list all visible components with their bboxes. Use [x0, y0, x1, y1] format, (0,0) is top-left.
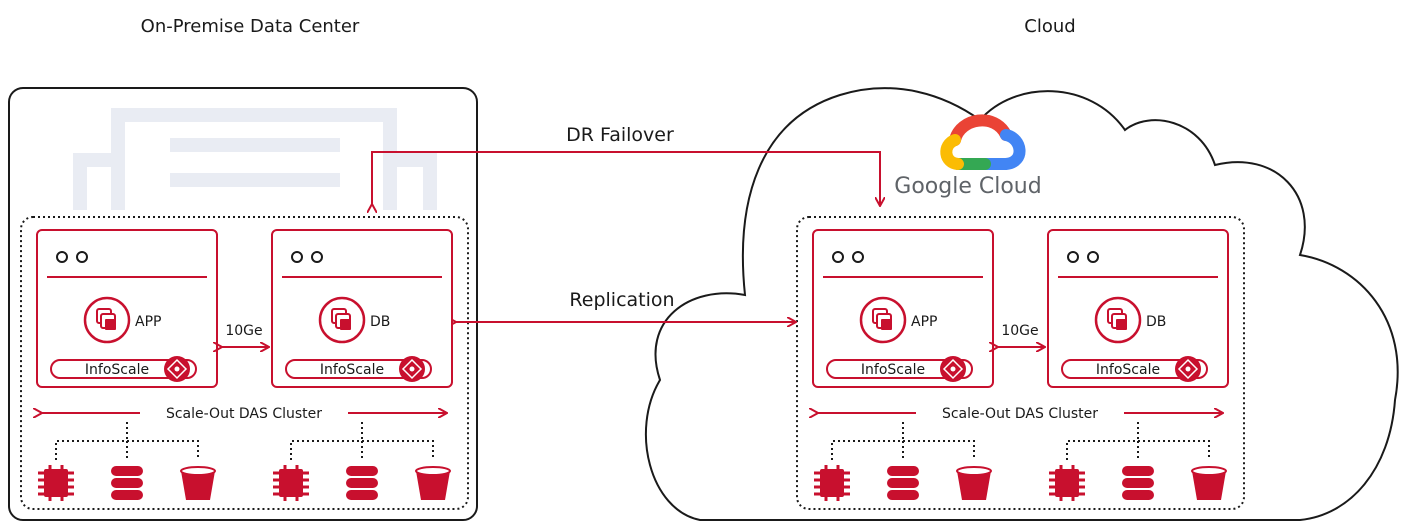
interconnect-label: 10Ge [1001, 323, 1038, 339]
database-stack-icon [111, 466, 143, 500]
infoscale-pill [1061, 359, 1208, 379]
server-node: DB InfoScale [1047, 229, 1229, 388]
window-dot-icon [1087, 251, 1099, 263]
infoscale-pill [50, 359, 197, 379]
storage-connectors [831, 422, 1210, 460]
scale-out-arrow: Scale-Out DAS Cluster [41, 406, 446, 422]
infoscale-pill [826, 359, 973, 379]
storage-connectors [55, 422, 434, 460]
window-dot-icon [852, 251, 864, 263]
interconnect-link: 10Ge [221, 323, 268, 347]
node-role-label: APP [135, 314, 161, 330]
infoscale-label: InfoScale [861, 362, 925, 378]
window-dot-icon [56, 251, 68, 263]
infoscale-label: InfoScale [320, 362, 384, 378]
database-stack-icon [346, 466, 378, 500]
dr-failover-label: DR Failover [566, 124, 674, 146]
dr-failover-link: DR Failover [372, 124, 880, 205]
window-dot-icon [76, 251, 88, 263]
bucket-icon [415, 466, 451, 500]
cpu-chip-icon [273, 465, 309, 501]
bucket-icon [1191, 466, 1227, 500]
cpu-chip-icon [814, 465, 850, 501]
node-role-label: DB [370, 314, 390, 330]
cpu-chip-icon [38, 465, 74, 501]
infoscale-label: InfoScale [85, 362, 149, 378]
infoscale-badge-icon [1175, 356, 1201, 382]
replication-link: Replication [455, 289, 795, 322]
google-cloud-wordmark: Google Cloud [894, 174, 1041, 199]
google-cloud-logo: Google Cloud [894, 114, 1042, 199]
cluster-app-icon [318, 296, 366, 344]
window-dot-icon [291, 251, 303, 263]
on-premise-title: On-Premise Data Center [141, 16, 360, 37]
infoscale-pill [285, 359, 432, 379]
interconnect-label: 10Ge [225, 323, 262, 339]
infoscale-label: InfoScale [1096, 362, 1160, 378]
cluster-app-icon [859, 296, 907, 344]
bucket-icon [956, 466, 992, 500]
building-backdrop [73, 108, 437, 210]
server-node: DB InfoScale [271, 229, 453, 388]
interconnect-link: 10Ge [997, 323, 1044, 347]
replication-label: Replication [569, 289, 674, 311]
window-dot-icon [1067, 251, 1079, 263]
server-node: APP InfoScale [36, 229, 218, 388]
infoscale-badge-icon [399, 356, 425, 382]
window-dot-icon [832, 251, 844, 263]
cluster-app-icon [1094, 296, 1142, 344]
node-role-label: APP [911, 314, 937, 330]
server-node: APP InfoScale [812, 229, 994, 388]
google-cloud-icon [940, 114, 1026, 170]
bucket-icon [180, 466, 216, 500]
scale-out-label: Scale-Out DAS Cluster [166, 406, 322, 422]
cloud-title: Cloud [1024, 16, 1075, 37]
left-cluster-region [20, 216, 469, 510]
node-role-label: DB [1146, 314, 1166, 330]
window-dot-icon [311, 251, 323, 263]
right-cluster-region [796, 216, 1245, 510]
cpu-chip-icon [1049, 465, 1085, 501]
database-stack-icon [1122, 466, 1154, 500]
database-stack-icon [887, 466, 919, 500]
infoscale-badge-icon [164, 356, 190, 382]
scale-out-label: Scale-Out DAS Cluster [942, 406, 1098, 422]
scale-out-arrow: Scale-Out DAS Cluster [817, 406, 1222, 422]
infoscale-badge-icon [940, 356, 966, 382]
cluster-app-icon [83, 296, 131, 344]
